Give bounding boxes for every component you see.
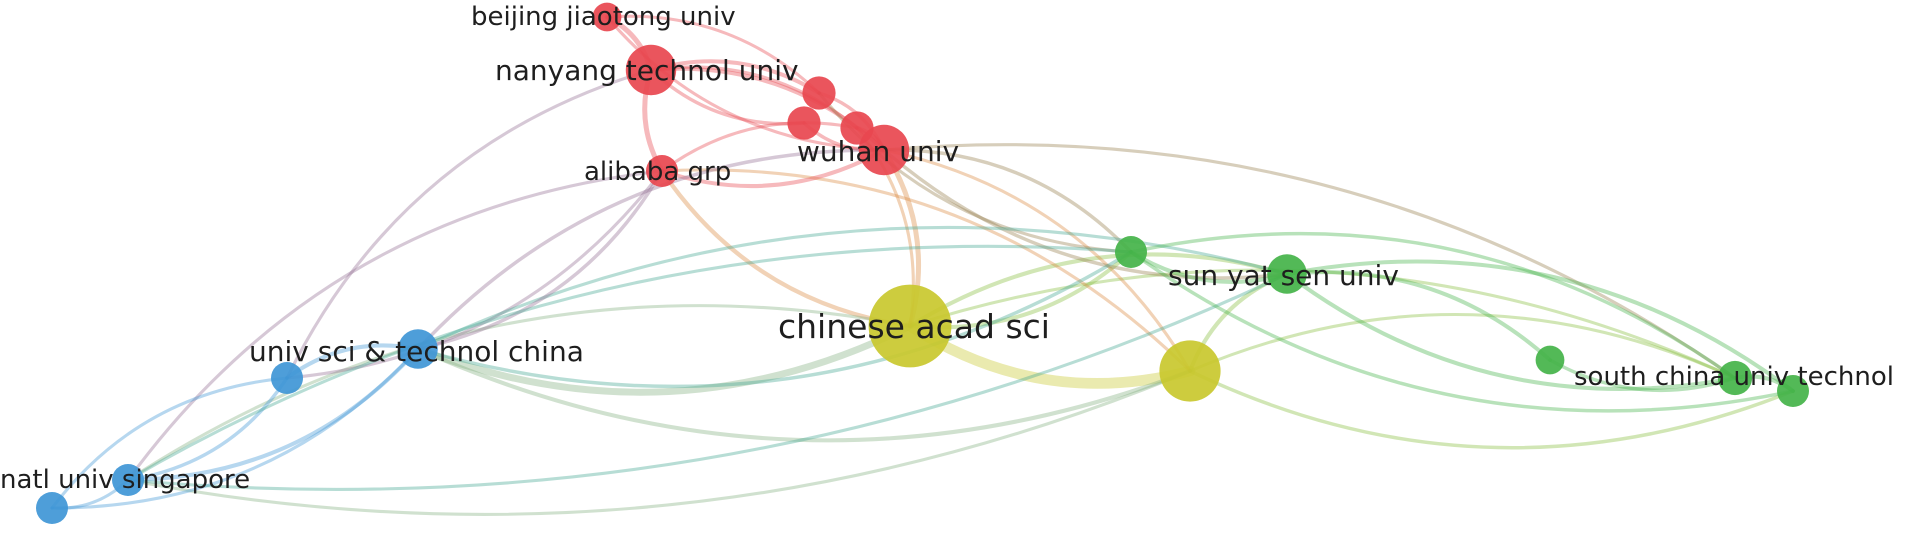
link-yellow_a-wuhan <box>882 148 1192 373</box>
node-label-nanyang-technol-univ: nanyang technol univ <box>495 54 799 87</box>
node-green_c[interactable] <box>1777 375 1809 407</box>
node-label-sun-yat-sen-univ: sun yat sen univ <box>1168 259 1399 292</box>
node-label-alibaba-grp: alibaba grp <box>584 157 731 187</box>
node-red_a[interactable] <box>802 76 836 110</box>
link-ustc-blue_b <box>50 347 420 510</box>
link-yellow_a-nus <box>126 369 1192 516</box>
link-sysu-scut <box>1284 271 1738 391</box>
link-wuhan-green_a <box>882 148 1133 254</box>
node-sysu[interactable] <box>1267 254 1307 294</box>
link-beijing-wuhan <box>605 15 886 152</box>
link-ustc-alibaba <box>416 169 664 351</box>
link-wuhan-sysu <box>882 148 1289 280</box>
nodes-layer <box>36 2 1809 524</box>
link-alibaba-nus <box>126 169 664 482</box>
link-beijing-red_a <box>605 14 821 95</box>
link-yellow_a-ustc <box>415 346 1193 443</box>
link-ustc-nus <box>125 346 421 483</box>
link-sysu-green_b <box>1284 270 1553 363</box>
node-alibaba[interactable] <box>646 155 678 187</box>
link-alibaba-wuhan <box>659 147 887 189</box>
labels-layer: beijing jiaotong univ nanyang technol un… <box>0 2 1894 495</box>
node-label-natl-univ-singapore: natl univ singapore <box>0 465 250 495</box>
link-sysu-green_c <box>1284 259 1796 394</box>
link-green_a-green_c <box>1129 250 1795 413</box>
link-cas-nus <box>126 304 912 482</box>
link-yellow_a-scut <box>1188 312 1737 380</box>
link-ustc-green_a <box>416 250 1133 389</box>
node-label-south-china-univ-technol: south china univ technol <box>1574 362 1894 392</box>
node-nus[interactable] <box>112 464 144 496</box>
link-cas-sysu <box>907 252 1290 329</box>
link-wuhan-scut <box>882 143 1737 380</box>
link-nus-sysu <box>126 272 1289 491</box>
node-label-univ-sci-technol-china: univ sci & technol china <box>249 335 584 368</box>
node-blue_b[interactable] <box>36 492 68 524</box>
link-alibaba-blue_a <box>285 169 664 380</box>
link-wuhan-ustc <box>416 148 886 351</box>
node-label-beijing-jiaotong-univ: beijing jiaotong univ <box>471 2 736 32</box>
link-blue_a-blue_b <box>50 376 289 510</box>
link-yellow_a-green_c <box>1188 369 1795 450</box>
link-ustc-sysu <box>416 225 1289 351</box>
node-label-wuhan-univ: wuhan univ <box>797 135 959 168</box>
node-green_b[interactable] <box>1535 345 1565 375</box>
node-beijing[interactable] <box>592 2 622 32</box>
link-cas-ustc <box>414 322 914 396</box>
node-green_a[interactable] <box>1115 236 1147 268</box>
link-nanyang-red_c <box>649 65 859 130</box>
node-label-chinese-acad-sci: chinese acad sci <box>778 307 1050 346</box>
node-wuhan[interactable] <box>858 124 910 176</box>
node-blue_a[interactable] <box>271 362 303 394</box>
link-alibaba-red_c <box>660 121 859 173</box>
link-cas-scut <box>908 268 1737 380</box>
links-layer <box>50 14 1796 516</box>
node-ustc[interactable] <box>398 329 438 369</box>
link-nanyang-blue_a <box>285 68 653 380</box>
node-scut[interactable] <box>1717 360 1753 396</box>
link-green_b-scut <box>1548 358 1737 393</box>
node-nanyang[interactable] <box>625 44 677 96</box>
node-cas[interactable] <box>868 284 952 368</box>
node-yellow_a[interactable] <box>1159 340 1221 402</box>
link-nus-green_a <box>126 244 1133 482</box>
link-yellow_a-alibaba <box>660 168 1192 373</box>
node-red_b[interactable] <box>787 106 821 140</box>
link-blue_a-nus <box>126 376 289 482</box>
link-cas-alibaba <box>659 168 913 329</box>
link-green_a-scut <box>1129 231 1737 380</box>
